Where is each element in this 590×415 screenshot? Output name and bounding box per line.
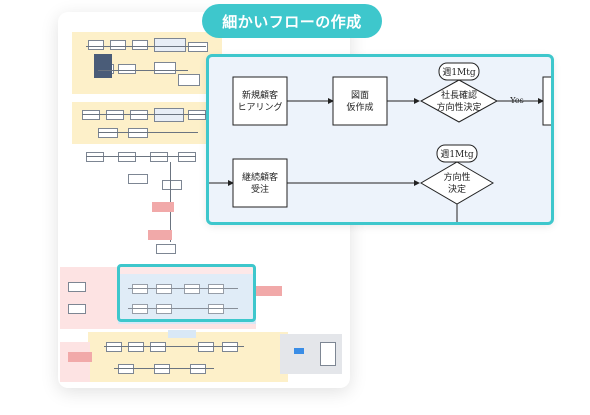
edge-label-yes: Yes [509,96,523,105]
thumb-node [154,38,186,52]
thumb-node [118,64,136,74]
meeting-tag-2: 週1Mtg [436,144,478,163]
thumb-node [162,180,182,190]
thumb-node [178,74,200,86]
decision-direction: 方向性 決定 [420,161,494,205]
meeting-tag-1: 週1Mtg [438,62,480,81]
thumb-node [154,62,176,74]
thumb-connector [104,346,244,347]
thumb-node [154,364,170,374]
thumb-connector [98,132,198,133]
svg-text:仮作成: 仮作成 [346,101,373,113]
thumb-connector [82,114,206,115]
svg-text:方向性決定: 方向性決定 [436,101,481,113]
thumb-node [118,364,134,374]
thumb-red-tag [148,230,172,240]
thumb-node [208,304,224,314]
thumb-node [156,244,176,254]
thumb-node [106,110,124,120]
svg-text:ヒアリング: ヒアリング [237,101,282,113]
thumb-node [150,152,168,162]
svg-text:週1Mtg: 週1Mtg [440,149,474,160]
thumb-node [130,110,148,120]
thumb-connector [86,156,196,157]
thumb-connector [86,46,206,47]
thumb-connector [128,308,238,309]
process-box-cutoff [542,76,551,126]
thumb-blue-shape [168,330,196,338]
thumb-node [156,284,172,294]
thumb-node [98,128,118,138]
feature-badge-label: 細かいフローの作成 [222,12,362,31]
thumb-node [128,342,144,352]
svg-text:週1Mtg: 週1Mtg [442,67,476,78]
process-box-repeat-customer: 継続顧客 受注 [232,158,288,208]
svg-text:新規顧客: 新規顧客 [242,89,278,101]
flowchart-diagram: 新規顧客 ヒアリング 図面 仮作成 週1Mtg 社長確認 方向性決定 Yes 継… [209,62,551,222]
thumb-node [184,284,200,294]
thumb-node [208,284,224,294]
swimlane-pink-bottom [60,342,90,382]
thumb-node [68,304,86,314]
thumb-red-tag [68,352,92,362]
thumb-node [82,110,100,120]
thumb-node [106,342,122,352]
thumb-node [198,342,214,352]
thumb-connector [128,288,238,289]
svg-text:継続顧客: 継続顧客 [242,171,278,183]
thumb-node [190,364,206,374]
thumb-node [150,342,166,352]
thumb-node [132,284,148,294]
thumb-node [88,40,104,50]
thumb-photo [94,54,112,78]
thumb-node [178,152,196,162]
svg-text:決定: 決定 [448,183,466,195]
thumb-node [86,152,104,162]
thumb-blue-arrow [294,348,304,354]
thumb-node [154,108,184,122]
thumb-node [132,304,148,314]
process-box-new-customer: 新規顧客 ヒアリング [232,76,288,126]
thumb-node [128,174,148,184]
thumb-node [222,342,238,352]
svg-text:方向性: 方向性 [443,171,470,183]
thumb-node [128,128,148,138]
process-box-diagram: 図面 仮作成 [332,76,388,126]
thumb-node [68,282,86,292]
swimlane-yellow-bottom [88,332,288,382]
thumb-connector [98,70,188,71]
thumb-node [132,40,148,50]
swimlane-blue [118,274,256,324]
zoom-source-highlight [117,264,256,322]
thumb-node [320,342,336,366]
thumb-connector [114,368,214,369]
svg-text:社長確認: 社長確認 [441,89,477,101]
svg-text:図面: 図面 [351,90,369,101]
decision-president-confirm: 社長確認 方向性決定 [419,79,499,123]
thumb-node [188,110,206,120]
thumb-node [118,152,136,162]
thumb-node [110,40,126,50]
zoomed-flowchart-panel: 新規顧客 ヒアリング 図面 仮作成 週1Mtg 社長確認 方向性決定 Yes 継… [206,54,554,225]
svg-text:受注: 受注 [251,183,269,195]
thumb-node [188,42,208,52]
thumb-node [156,304,172,314]
feature-badge: 細かいフローの作成 [202,4,382,38]
thumb-red-tag [152,202,174,212]
thumb-red-tag [256,286,282,296]
